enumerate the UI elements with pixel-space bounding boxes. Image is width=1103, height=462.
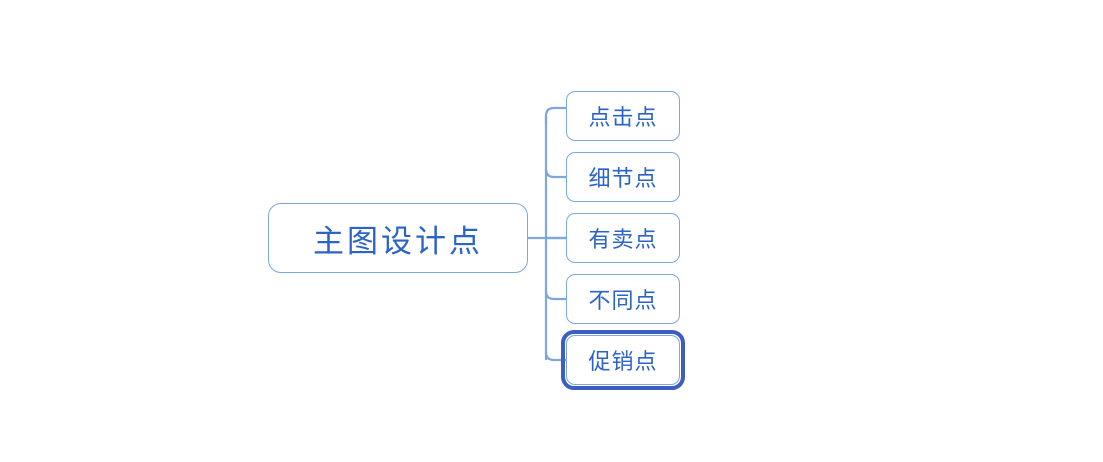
connector-branch-1	[544, 106, 566, 124]
root-node-label: 主图设计点	[313, 223, 483, 259]
connector-branch-4	[544, 290, 566, 301]
mindmap-child-node-4[interactable]: 不同点	[566, 274, 680, 324]
child-node-label: 促销点	[588, 349, 658, 374]
mindmap-child-node-3[interactable]: 有卖点	[566, 213, 680, 263]
child-node-label: 有卖点	[588, 227, 658, 252]
child-node-label: 细节点	[588, 166, 658, 191]
node-selection-frame	[561, 330, 685, 390]
mindmap-child-node-1[interactable]: 点击点	[566, 91, 680, 141]
mindmap-child-node-5-selected[interactable]: 促销点	[566, 335, 680, 385]
connector-branch-2	[544, 168, 566, 179]
mindmap-root-node[interactable]: 主图设计点	[268, 203, 528, 273]
child-node-label: 点击点	[588, 105, 658, 130]
mindmap-child-node-2[interactable]: 细节点	[566, 152, 680, 202]
child-node-label: 不同点	[588, 288, 658, 313]
